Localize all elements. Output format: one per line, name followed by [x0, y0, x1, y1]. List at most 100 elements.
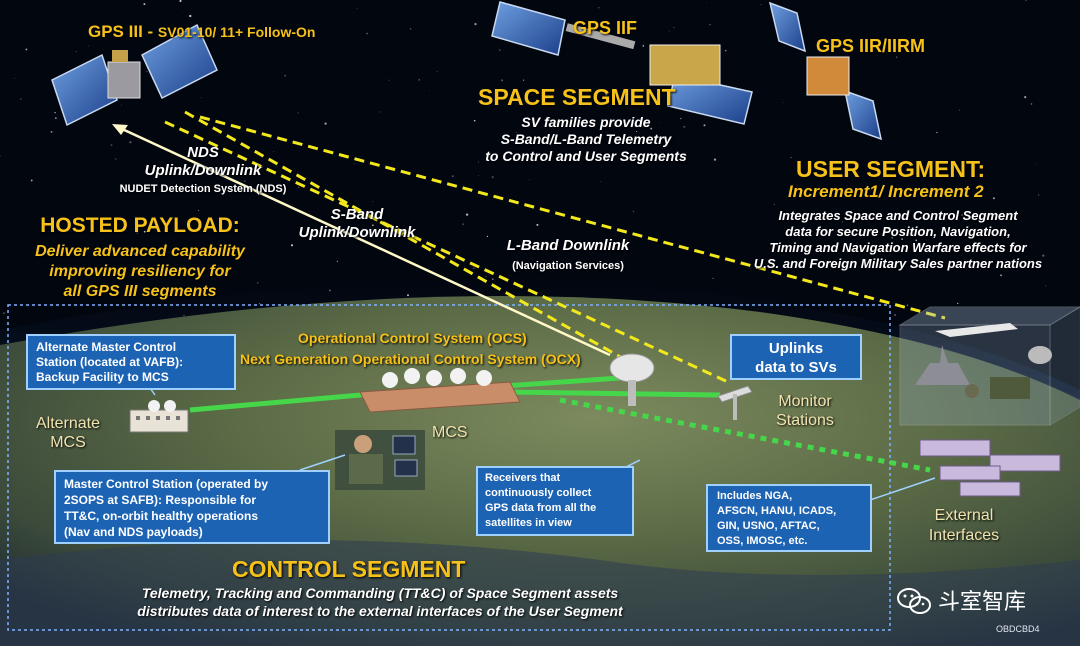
star [668, 31, 670, 33]
star [436, 70, 438, 73]
mcs-complex-icon [359, 368, 521, 413]
star [486, 235, 489, 237]
alt-mcs-line: MCS [50, 434, 86, 451]
star [55, 117, 57, 119]
star [1030, 103, 1033, 105]
star [683, 125, 686, 128]
user-desc-line: Timing and Navigation Warfare effects fo… [769, 240, 1027, 255]
star [115, 158, 117, 160]
control-desc-line: Telemetry, Tracking and Commanding (TT&C… [141, 585, 619, 601]
star [536, 223, 539, 226]
link-lines [112, 110, 946, 473]
star [965, 181, 967, 183]
external-link-line [559, 397, 931, 473]
l-band-title: L-Band Downlink [506, 237, 630, 254]
star [129, 141, 132, 144]
space-desc-line: to Control and User Segments [485, 148, 687, 164]
star [50, 130, 53, 133]
mcs-box-line: (Nav and NDS payloads) [64, 525, 203, 539]
star [409, 28, 412, 30]
alt-mcs-link-line [189, 389, 396, 413]
star [1025, 0, 1027, 2]
mcs-antenna-link-line [504, 375, 621, 389]
star [658, 122, 660, 124]
star [429, 90, 430, 92]
l-band-desc: (Navigation Services) [512, 260, 624, 272]
star [14, 78, 15, 79]
star [853, 43, 855, 45]
star [485, 275, 487, 278]
control-segment-desc: Telemetry, Tracking and Commanding (TT&C… [60, 584, 700, 620]
star [598, 7, 600, 9]
uplinks-callout: Uplinks data to SVs [730, 334, 862, 380]
s-band-title: S-Band [330, 206, 384, 223]
star [569, 134, 571, 136]
star [491, 278, 494, 280]
user-segment-title: USER SEGMENT: [796, 156, 986, 182]
star [895, 56, 898, 58]
star [1000, 274, 1002, 277]
gps-iif-label: GPS IIF [573, 18, 638, 38]
star [992, 197, 995, 200]
alt-box-line: Backup Facility to MCS [36, 370, 169, 384]
star [590, 105, 592, 107]
mcs-operators-photo [335, 430, 425, 490]
star [30, 179, 33, 182]
watermark-code: OBDCBD4 [996, 624, 1040, 634]
star [901, 238, 904, 241]
star [724, 49, 727, 52]
watermark-brand: 斗室智库 [938, 590, 1027, 615]
star [110, 144, 113, 147]
space-segment-desc: SV families provide S-Band/L-Band Teleme… [466, 114, 706, 165]
star [515, 132, 517, 134]
l-band-link-line [199, 115, 946, 320]
star [297, 112, 299, 114]
star [636, 130, 638, 133]
star [75, 51, 77, 53]
star [366, 32, 369, 35]
ocx-label: Next Generation Operational Control Syst… [240, 351, 581, 367]
gps-iii-subtitle: SV01-10/ 11+ Follow-On [157, 24, 316, 40]
star [182, 253, 185, 256]
star [915, 239, 918, 242]
gps-iii-label: GPS III - SV01-10/ 11+ Follow-On [88, 22, 315, 42]
user-desc-line: U.S. and Foreign Military Sales partner … [753, 256, 1043, 271]
star [372, 224, 374, 226]
star [790, 156, 792, 159]
star [1038, 194, 1040, 196]
star [82, 281, 84, 283]
star [418, 79, 420, 81]
star [878, 195, 881, 198]
star [19, 98, 22, 100]
star [544, 241, 547, 244]
star [891, 237, 893, 239]
gps-iif-satellite-icon [491, 1, 753, 125]
star [143, 3, 146, 6]
s-band-link-line [119, 126, 611, 357]
hosted-desc-line: improving resiliency for [49, 263, 231, 280]
star [961, 214, 963, 216]
l-band-link-line-2 [164, 120, 729, 384]
star [87, 45, 89, 47]
star [3, 312, 5, 314]
star [290, 244, 294, 247]
uplinks-line: Uplinks [768, 340, 824, 357]
interfaces-line: AFSCN, HANU, ICADS, [717, 505, 837, 517]
star [256, 282, 259, 284]
star [663, 137, 666, 139]
receivers-line: satellites in view [485, 517, 572, 529]
star [712, 277, 714, 279]
star [353, 162, 355, 164]
uav-icon [935, 323, 1018, 337]
star [499, 49, 501, 51]
space-desc-line: S-Band/L-Band Telemetry [500, 131, 672, 147]
star [703, 124, 706, 127]
star [713, 158, 717, 161]
s-band-uplink: Uplink/Downlink [298, 224, 416, 241]
star [773, 203, 775, 206]
alternate-mcs-label: Alternate MCS [28, 414, 108, 452]
star [273, 151, 275, 153]
control-segment-boundary [7, 304, 891, 631]
ocs-label: Operational Control System (OCS) [298, 330, 527, 346]
monitor-stations-label: Monitor Stations [762, 392, 848, 430]
